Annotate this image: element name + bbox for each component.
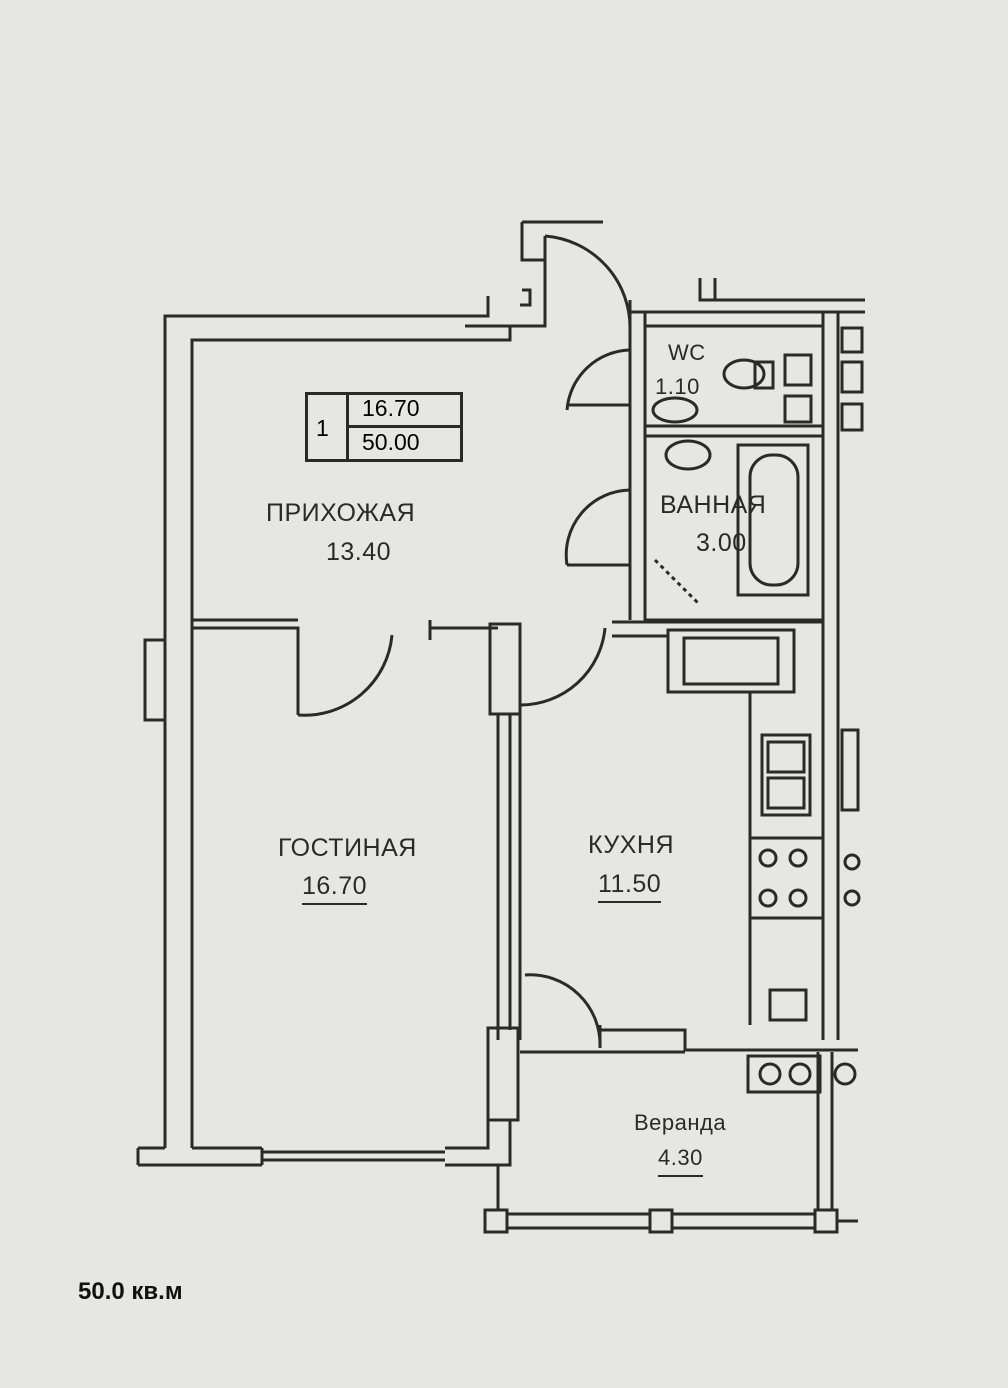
total-area-caption: 50.0 кв.м xyxy=(78,1278,183,1305)
living-area-value: 16.70 xyxy=(362,395,420,421)
apartment-area-box: 1 16.70 50.00 xyxy=(305,392,463,462)
wc-area: 1.10 xyxy=(655,374,700,399)
bathroom-name: ВАННАЯ xyxy=(660,491,767,519)
entrance-door xyxy=(510,220,632,340)
wc-room xyxy=(565,324,864,432)
outer-wall-left xyxy=(136,296,512,1167)
hallway-name: ПРИХОЖАЯ xyxy=(266,499,416,527)
living-room-area: 16.70 xyxy=(302,871,368,905)
bathroom-room xyxy=(564,312,840,1040)
living-room-name: ГОСТИНАЯ xyxy=(278,834,417,862)
bathroom-area: 3.00 xyxy=(696,529,747,557)
kitchen-walls xyxy=(519,620,861,1025)
interior-wall-hall xyxy=(192,618,522,1040)
total-area-value: 50.00 xyxy=(362,429,420,455)
wc-name: WC xyxy=(668,340,706,365)
hallway-area: 13.40 xyxy=(326,538,392,566)
veranda-name: Веранда xyxy=(634,1110,727,1135)
veranda-room xyxy=(483,1052,858,1234)
kitchen-area: 11.50 xyxy=(598,869,662,903)
outer-wall-top-right xyxy=(628,278,865,620)
living-outer-wall xyxy=(192,1026,520,1167)
veranda-area: 4.30 xyxy=(658,1143,703,1177)
kitchen-name: КУХНЯ xyxy=(588,831,675,859)
apartment-number: 1 xyxy=(316,415,329,441)
veranda-door xyxy=(520,973,858,1054)
